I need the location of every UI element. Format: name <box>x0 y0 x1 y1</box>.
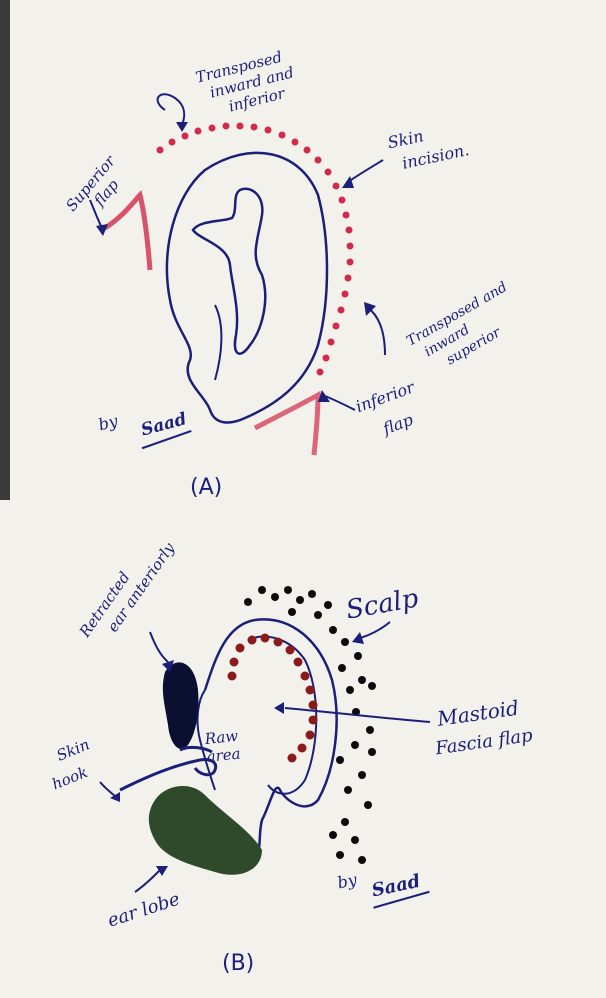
ear-outline-a <box>167 153 327 423</box>
superior-flap-mark <box>105 195 150 270</box>
panel-a: Transposed inward and inferior Superior … <box>62 46 528 500</box>
panel-b: Retracted ear anteriorly Scalp Mastoid F… <box>40 527 534 976</box>
raw-area-line2: area <box>206 745 242 766</box>
mastoid-line1: Mastoid <box>435 696 520 731</box>
by-label-a: by <box>96 411 120 435</box>
arrow-transposed-top <box>158 94 185 125</box>
arrow-ear-lobe <box>135 870 160 892</box>
arrow-skin-incision <box>348 160 383 182</box>
retracted-ear-dark <box>163 662 199 749</box>
arrow-skin-incision-head <box>342 176 354 188</box>
arrow-inferior-flap <box>325 396 355 410</box>
mastoid-fascia-dots <box>228 634 318 763</box>
ear-lobe-green <box>149 786 262 875</box>
skin-hook-line1: Skin <box>54 735 92 764</box>
skin-hook <box>120 759 216 790</box>
retracted-ear-inner <box>248 637 316 794</box>
arrow-skin-hook <box>100 782 115 796</box>
author-a: Saad <box>139 409 189 440</box>
scalp-dots <box>244 586 376 864</box>
arrow-transposed-right <box>368 308 385 355</box>
skin-incision-line1: Skin <box>386 126 425 152</box>
antihelix-a <box>193 189 265 354</box>
inferior-flap-line2: flap <box>379 410 415 439</box>
skin-hook-line2: hook <box>49 763 90 793</box>
concha-a <box>215 305 221 380</box>
panel-b-label: (B) <box>222 951 254 976</box>
inferior-flap-mark <box>255 395 318 455</box>
mastoid-line2: Fascia flap <box>433 725 534 760</box>
ear-lobe-label: ear lobe <box>105 889 182 932</box>
arrow-mastoid-head <box>274 702 284 714</box>
arrow-transposed-top-head <box>176 122 188 132</box>
arrow-superior-flap-head <box>96 224 108 236</box>
by-label-b: by <box>336 870 360 893</box>
panel-a-label: (A) <box>190 475 222 500</box>
arrow-retracted <box>150 632 168 662</box>
scalp-label: Scalp <box>344 583 421 625</box>
arrow-scalp <box>360 622 390 638</box>
